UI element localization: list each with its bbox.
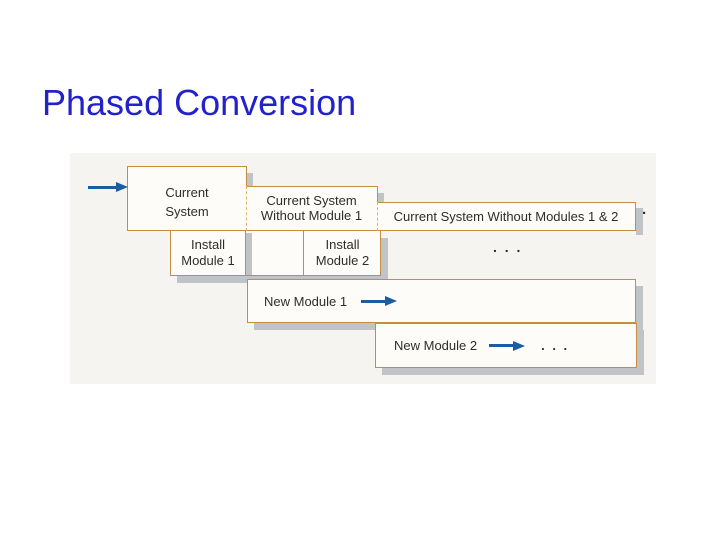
new-module-2-label: New Module 2 [394,338,478,353]
new-module-1-label: New Module 1 [264,293,348,309]
cell-divider-line [245,231,246,275]
install-module-1-label-line2: Module 1 [181,253,235,268]
continuation-dot: . [642,201,647,218]
ellipsis: . . . [493,239,523,255]
install-row: Install Module 1 Install Module 2 [170,231,381,276]
install-module-2-cell: Install Module 2 [304,231,381,269]
row-divider-line [127,230,636,231]
install-module-1-cell: Install Module 1 [171,231,245,269]
right-arrow-icon [361,296,398,306]
current-system-label-line2: System [165,204,209,219]
drop-shadow [636,208,643,235]
slide-title: Phased Conversion [42,82,357,124]
entry-right-arrow-icon [88,182,128,192]
drop-shadow [247,173,253,186]
new-module-1-box: New Module 1 [247,279,636,323]
drop-shadow [378,193,384,202]
new-module-2-box: New Module 2 . . . [375,323,637,368]
phase-boundary-line [377,186,378,202]
without-modules-1-2-label: Current System Without Modules 1 & 2 [393,209,619,224]
phase-boundary-line [246,166,247,186]
arrow-shaft [489,344,514,347]
phase-boundary-dashed-line [246,186,247,231]
arrow-head [513,340,526,351]
without-module-1-label-line2: Without Module 1 [260,208,363,223]
phased-conversion-diagram: Current System Current System Without Mo… [70,153,656,384]
arrow-shaft [361,299,386,303]
current-system-without-modules-1-2-box: Current System Without Modules 1 & 2 [377,202,636,231]
install-module-2-label-line2: Module 2 [315,253,370,268]
install-module-1-label-line1: Install [191,237,225,252]
current-system-without-module-1-box: Current System Without Module 1 [246,186,377,231]
current-system-box: Current System [127,166,246,231]
without-module-1-label-line1: Current System [266,193,357,208]
arrow-head [385,296,398,306]
cell-divider-line [303,231,304,275]
current-system-label-line1: Current [165,185,209,200]
ellipsis: . . . [541,338,570,353]
phase-boundary-dashed-line [377,202,378,231]
right-arrow-icon [489,340,526,351]
drop-shadow [246,233,252,275]
install-module-2-label-line1: Install [325,237,360,252]
arrow-shaft [88,185,116,189]
arrow-head [116,182,128,192]
